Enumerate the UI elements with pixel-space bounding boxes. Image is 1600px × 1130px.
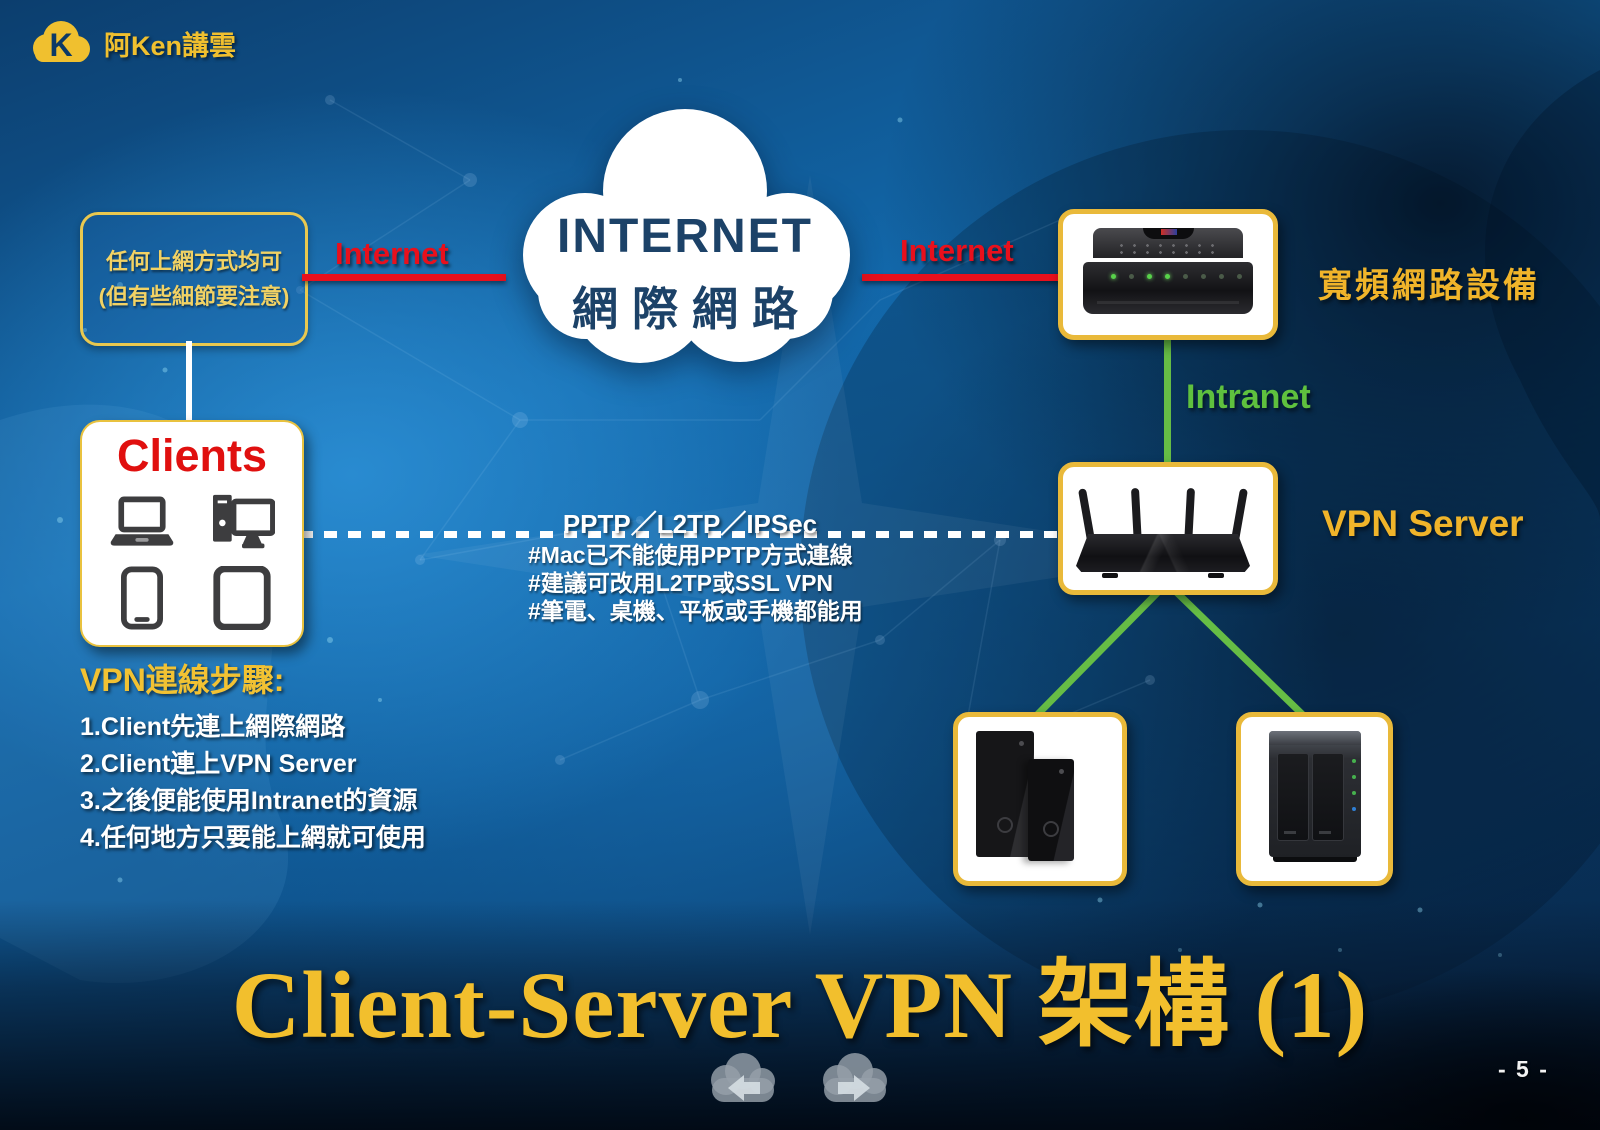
slide-title: Client-Server VPN 架構 (1) <box>231 952 1369 1058</box>
laptop-icon <box>103 488 181 556</box>
internet-cloud-title: INTERNET <box>557 210 813 263</box>
vpn-step-1: 1.Client先連上網際網路 <box>80 713 346 741</box>
vpn-server-box <box>1058 462 1278 595</box>
vpn-server-label: VPN Server <box>1322 503 1524 544</box>
background-corner-shade <box>1080 870 1600 1130</box>
vpn-steps: VPN連線步驟: 1.Client先連上網際網路 2.Client連上VPN S… <box>80 655 500 857</box>
modem-icon <box>1083 228 1253 318</box>
internet-cloud: INTERNET 網際網路 <box>490 103 880 378</box>
broadband-device-label: 寬頻網路設備 <box>1318 267 1540 305</box>
cloud-k-icon: K <box>33 21 90 63</box>
nas-icon <box>1268 731 1361 862</box>
broadband-device-box <box>1058 209 1278 340</box>
wireless-router-icon <box>1076 484 1250 580</box>
vpn-step-2: 2.Client連上VPN Server <box>80 750 357 778</box>
intranet-label: Intranet <box>1186 378 1311 416</box>
internet-cloud-subtitle: 網際網路 <box>572 283 812 335</box>
internet-label-left: Internet <box>335 236 449 271</box>
clients-link-line <box>186 341 192 423</box>
vpn-step-4: 4.任何地方只要能上網就可使用 <box>80 824 426 852</box>
pc-box <box>953 712 1127 886</box>
nav-prev-button[interactable] <box>702 1048 784 1110</box>
access-note-line1: 任何上網方式均可 <box>105 248 282 274</box>
protocol-notes: #Mac已不能使用PPTP方式連線 #建議可改用L2TP或SSL VPN #筆電… <box>528 541 863 625</box>
clients-device-icons <box>82 488 302 632</box>
protocols-label: PPTP／L2TP／IPSec <box>562 509 818 539</box>
cloud-icon <box>523 109 850 363</box>
cloud-arrow-right-icon <box>823 1053 887 1102</box>
nas-box <box>1236 712 1393 886</box>
clients-box: Clients <box>80 420 304 647</box>
internet-line-left <box>302 274 506 281</box>
nav-next-button[interactable] <box>814 1048 896 1110</box>
cloud-arrow-left-icon <box>711 1053 775 1102</box>
brand-name: 阿Ken講雲 <box>104 30 237 61</box>
tablet-icon <box>203 564 281 632</box>
vpn-steps-title: VPN連線步驟: <box>80 662 285 698</box>
brand-logo: K 阿Ken講雲 <box>28 18 236 68</box>
protocol-note-1: #Mac已不能使用PPTP方式連線 <box>528 542 853 568</box>
slide-navigation <box>702 1048 896 1110</box>
page-number: - 5 - <box>1498 1056 1549 1082</box>
svg-text:K: K <box>49 27 72 63</box>
protocol-note-3: #筆電、桌機、平板或手機都能用 <box>528 598 863 624</box>
smartphone-icon <box>103 564 181 632</box>
internet-label-right: Internet <box>900 233 1014 268</box>
vpn-step-3: 3.之後便能使用Intranet的資源 <box>80 787 418 815</box>
desktop-icon <box>203 488 281 556</box>
internet-line-right <box>862 274 1060 281</box>
access-note-box: 任何上網方式均可 (但有些細節要注意) <box>80 212 308 346</box>
intranet-line <box>1164 338 1171 464</box>
access-note-line2: (但有些細節要注意) <box>98 284 290 309</box>
vpn-tunnel-dashed-line <box>300 531 1060 538</box>
clients-title: Clients <box>116 430 268 481</box>
protocol-note-2: #建議可改用L2TP或SSL VPN <box>528 570 834 596</box>
